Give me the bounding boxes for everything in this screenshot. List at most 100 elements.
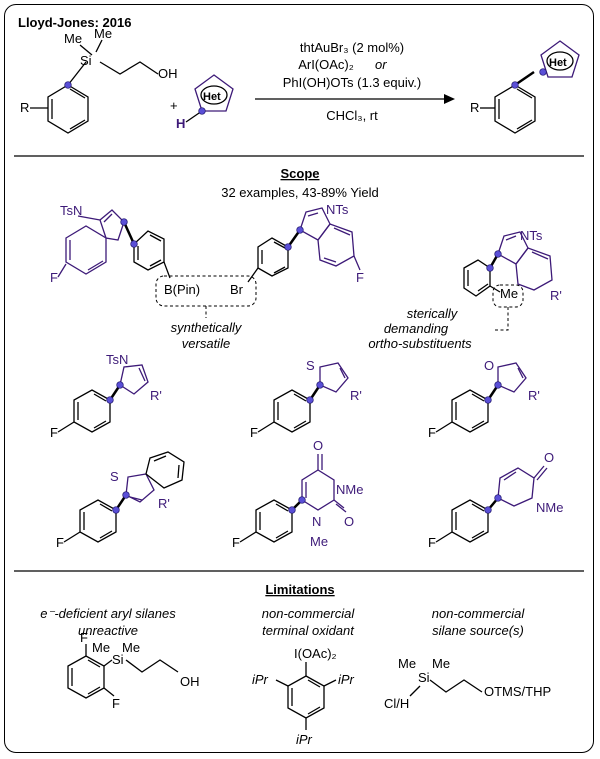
silane-source-structure: Si Me Me Cl/H OTMS/THP bbox=[384, 656, 551, 711]
label-f: F bbox=[112, 696, 120, 711]
reactive-site-dot bbox=[198, 107, 206, 115]
label-nts: NTs bbox=[326, 202, 349, 217]
reactive-site-dot bbox=[511, 81, 519, 89]
label-bpin: B(Pin) bbox=[164, 282, 200, 297]
label-n: N bbox=[312, 514, 321, 529]
silane-oh: OH bbox=[180, 674, 200, 689]
product-r: R bbox=[470, 100, 479, 115]
label-s: S bbox=[110, 469, 119, 484]
reactive-site-dot bbox=[298, 496, 306, 504]
pyrrole-example: F TsN R' bbox=[50, 352, 162, 440]
note-steric-3: ortho-substituents bbox=[368, 336, 472, 351]
reactive-site-dot bbox=[296, 226, 304, 234]
limit-col2-line1: non-commercial bbox=[262, 606, 356, 621]
thiophene-example: F S R' bbox=[250, 358, 362, 440]
label-f: F bbox=[232, 535, 240, 550]
indole-bromide-example: Br NTs F bbox=[230, 202, 364, 297]
reagent-oxidant-b: PhI(OH)OTs (1.3 equiv.) bbox=[283, 75, 421, 90]
reactive-site-dot bbox=[112, 506, 120, 514]
label-nme: NMe bbox=[536, 500, 563, 515]
reactive-site-dot bbox=[484, 396, 492, 404]
ortho-methyl-example: Me NTs R' bbox=[463, 228, 562, 303]
reactive-site-dot bbox=[120, 218, 128, 226]
scope-summary: 32 examples, 43-89% Yield bbox=[221, 185, 379, 200]
silane-me-2: Me bbox=[94, 26, 112, 41]
reactive-site-dot bbox=[494, 250, 502, 258]
reactive-site-dot bbox=[64, 81, 72, 89]
reagent-catalyst: thtAuBr₃ (2 mol%) bbox=[300, 40, 404, 55]
silane-si: Si bbox=[112, 652, 124, 667]
label-ipr: iPr bbox=[338, 672, 355, 687]
plus-sign: + bbox=[170, 98, 178, 113]
reactive-site-dot bbox=[130, 240, 138, 248]
label-r-prime: R' bbox=[350, 388, 362, 403]
limit-col3-line1: non-commercial bbox=[432, 606, 526, 621]
limit-col1-line1: e⁻-deficient aryl silanes bbox=[40, 606, 176, 621]
reaction-conditions: CHCl₃, rt bbox=[326, 108, 378, 123]
aryl-silane-reactant: Si Me Me OH R bbox=[20, 26, 178, 134]
reactive-site-dot bbox=[494, 494, 502, 502]
label-nts: NTs bbox=[520, 228, 543, 243]
scheme-frame bbox=[4, 4, 594, 753]
oxidant-iodane: I(OAc)₂ bbox=[294, 646, 337, 661]
reactive-site-dot bbox=[486, 264, 494, 272]
iodine-oxidant-structure: I(OAc)₂ iPr iPr iPr bbox=[252, 646, 355, 747]
reactive-site-dot bbox=[288, 506, 296, 514]
silane-oh: OH bbox=[158, 66, 178, 81]
limit-col2-line2: terminal oxidant bbox=[262, 623, 355, 638]
reactant-h: H bbox=[176, 116, 185, 131]
reagent-or: or bbox=[375, 57, 387, 72]
label-f: F bbox=[50, 425, 58, 440]
silane-me: Me bbox=[92, 640, 110, 655]
label-tsn: TsN bbox=[106, 352, 128, 367]
uracil-example: F O NMe O N Me bbox=[232, 438, 363, 550]
label-r-prime: R' bbox=[528, 388, 540, 403]
silane-me: Me bbox=[398, 656, 416, 671]
reagent-oxidant-a: ArI(OAc)₂ bbox=[298, 57, 354, 72]
silane-si: Si bbox=[418, 670, 430, 685]
reactive-site-dot bbox=[122, 491, 130, 499]
label-o: O bbox=[484, 358, 494, 373]
label-nme: NMe bbox=[336, 482, 363, 497]
scheme-title: Lloyd-Jones: 2016 bbox=[18, 15, 131, 30]
label-otms-thp: OTMS/THP bbox=[484, 684, 551, 699]
label-clh: Cl/H bbox=[384, 696, 409, 711]
label-f: F bbox=[50, 270, 58, 285]
label-o: O bbox=[313, 438, 323, 453]
steric-highlight-box bbox=[492, 284, 524, 308]
note-versatile-2: versatile bbox=[182, 336, 230, 351]
silane-me-1: Me bbox=[64, 31, 82, 46]
label-me: Me bbox=[500, 286, 518, 301]
furan-example: F O R' bbox=[428, 358, 540, 440]
pyridone-example: F O NMe bbox=[428, 450, 563, 550]
reactive-site-dot bbox=[484, 506, 492, 514]
label-f: F bbox=[356, 270, 364, 285]
label-f: F bbox=[428, 425, 436, 440]
benzothiophene-example: F S R' bbox=[56, 451, 185, 550]
note-steric-2: demanding bbox=[384, 321, 449, 336]
label-r-prime: R' bbox=[150, 388, 162, 403]
label-o: O bbox=[544, 450, 554, 465]
het-label: Het bbox=[203, 91, 221, 103]
limit-col3-line2: silane source(s) bbox=[432, 623, 524, 638]
note-steric-1: sterically bbox=[407, 306, 459, 321]
limit-col1-line2: unreactive bbox=[78, 623, 138, 638]
label-f: F bbox=[80, 630, 88, 645]
label-ipr: iPr bbox=[252, 672, 269, 687]
limitations-heading: Limitations bbox=[265, 582, 334, 597]
reactive-site-dot bbox=[494, 381, 502, 389]
versatile-highlight-box bbox=[155, 275, 257, 307]
silane-me: Me bbox=[122, 640, 140, 655]
reaction-arrow: thtAuBr₃ (2 mol%) ArI(OAc)₂ or PhI(OH)OT… bbox=[255, 40, 455, 123]
difluoro-silane-structure: F F Si Me Me OH bbox=[67, 630, 200, 711]
label-o: O bbox=[344, 514, 354, 529]
label-f: F bbox=[428, 535, 436, 550]
reactive-site-dot bbox=[106, 396, 114, 404]
het-label: Het bbox=[549, 57, 567, 69]
reactive-site-dot bbox=[284, 243, 292, 251]
label-s: S bbox=[306, 358, 315, 373]
scope-heading: Scope bbox=[280, 166, 319, 181]
note-versatile-1: synthetically bbox=[171, 320, 243, 335]
label-br: Br bbox=[230, 282, 244, 297]
